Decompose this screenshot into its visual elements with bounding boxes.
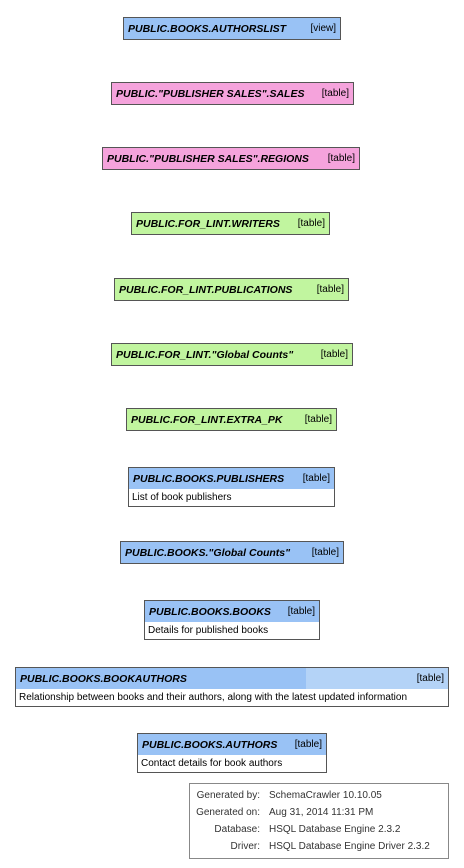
node-name: PUBLIC.FOR_LINT.EXTRA_PK [131, 413, 283, 426]
node-kind: [table] [297, 218, 325, 229]
node-name: PUBLIC.FOR_LINT."Global Counts" [116, 348, 294, 361]
legend-label: Generated on: [196, 807, 260, 818]
node-header: PUBLIC.BOOKS.BOOKS [table] [145, 601, 319, 622]
node-name: PUBLIC."PUBLISHER SALES".REGIONS [107, 152, 309, 165]
legend-row-generated-by: Generated by: SchemaCrawler 10.10.05 [190, 788, 448, 804]
legend-label: Driver: [230, 841, 260, 852]
node-header: PUBLIC.BOOKS.AUTHORS [table] [138, 734, 326, 755]
node-for-lint-publications[interactable]: PUBLIC.FOR_LINT.PUBLICATIONS [table] [114, 278, 349, 301]
node-header: PUBLIC.BOOKS.BOOKAUTHORS [table] [16, 668, 448, 689]
node-publisher-sales-sales[interactable]: PUBLIC."PUBLISHER SALES".SALES [table] [111, 82, 354, 105]
node-name: PUBLIC.BOOKS.AUTHORSLIST [128, 22, 287, 35]
node-books-global-counts[interactable]: PUBLIC.BOOKS."Global Counts" [table] [120, 541, 344, 564]
node-books-books[interactable]: PUBLIC.BOOKS.BOOKS [table] Details for p… [144, 600, 320, 640]
legend-value: HSQL Database Engine 2.3.2 [269, 824, 401, 835]
legend-row-generated-on: Generated on: Aug 31, 2014 11:31 PM [190, 805, 448, 821]
node-header: PUBLIC.FOR_LINT.EXTRA_PK [table] [127, 409, 336, 430]
node-for-lint-global-counts[interactable]: PUBLIC.FOR_LINT."Global Counts" [table] [111, 343, 353, 366]
node-kind: [view] [310, 23, 336, 34]
node-name: PUBLIC."PUBLISHER SALES".SALES [116, 87, 305, 100]
node-header: PUBLIC.FOR_LINT."Global Counts" [table] [112, 344, 352, 365]
node-kind: [table] [416, 673, 444, 684]
node-name: PUBLIC.BOOKS.AUTHORS [142, 738, 278, 751]
node-kind: [table] [327, 153, 355, 164]
node-books-authors[interactable]: PUBLIC.BOOKS.AUTHORS [table] Contact det… [137, 733, 327, 773]
node-name: PUBLIC.BOOKS.PUBLISHERS [133, 472, 285, 485]
node-kind: [table] [316, 284, 344, 295]
node-header: PUBLIC.BOOKS.PUBLISHERS [table] [129, 468, 334, 489]
node-description: List of book publishers [129, 489, 334, 506]
legend-value: HSQL Database Engine Driver 2.3.2 [269, 841, 430, 852]
node-kind: [table] [311, 547, 339, 558]
node-header: PUBLIC."PUBLISHER SALES".REGIONS [table] [103, 148, 359, 169]
node-name: PUBLIC.BOOKS.BOOKAUTHORS [20, 672, 187, 685]
legend-value: Aug 31, 2014 11:31 PM [269, 807, 374, 818]
node-header: PUBLIC.FOR_LINT.PUBLICATIONS [table] [115, 279, 348, 300]
node-header: PUBLIC.BOOKS.AUTHORSLIST [view] [124, 18, 340, 39]
node-header: PUBLIC."PUBLISHER SALES".SALES [table] [112, 83, 353, 104]
node-for-lint-extra-pk[interactable]: PUBLIC.FOR_LINT.EXTRA_PK [table] [126, 408, 337, 431]
legend-value: SchemaCrawler 10.10.05 [269, 790, 382, 801]
node-kind: [table] [287, 606, 315, 617]
node-books-publishers[interactable]: PUBLIC.BOOKS.PUBLISHERS [table] List of … [128, 467, 335, 507]
node-name: PUBLIC.BOOKS.BOOKS [149, 605, 271, 618]
legend-label: Database: [214, 824, 260, 835]
legend-row-database: Database: HSQL Database Engine 2.3.2 [190, 822, 448, 838]
node-kind: [table] [304, 414, 332, 425]
node-publisher-sales-regions[interactable]: PUBLIC."PUBLISHER SALES".REGIONS [table] [102, 147, 360, 170]
node-kind: [table] [320, 349, 348, 360]
node-for-lint-writers[interactable]: PUBLIC.FOR_LINT.WRITERS [table] [131, 212, 330, 235]
legend-label: Generated by: [196, 790, 260, 801]
node-name: PUBLIC.BOOKS."Global Counts" [125, 546, 291, 559]
node-description: Details for published books [145, 622, 319, 639]
node-kind: [table] [302, 473, 330, 484]
node-description: Contact details for book authors [138, 755, 326, 772]
node-name: PUBLIC.FOR_LINT.WRITERS [136, 217, 280, 230]
generation-info-legend: Generated by: SchemaCrawler 10.10.05 Gen… [189, 783, 449, 859]
node-kind: [table] [321, 88, 349, 99]
legend-row-driver: Driver: HSQL Database Engine Driver 2.3.… [190, 839, 448, 855]
node-header: PUBLIC.BOOKS."Global Counts" [table] [121, 542, 343, 563]
node-description: Relationship between books and their aut… [16, 689, 448, 706]
node-authorslist[interactable]: PUBLIC.BOOKS.AUTHORSLIST [view] [123, 17, 341, 40]
node-header: PUBLIC.FOR_LINT.WRITERS [table] [132, 213, 329, 234]
node-name: PUBLIC.FOR_LINT.PUBLICATIONS [119, 283, 293, 296]
node-kind: [table] [294, 739, 322, 750]
node-books-bookauthors[interactable]: PUBLIC.BOOKS.BOOKAUTHORS [table] Relatio… [15, 667, 449, 707]
